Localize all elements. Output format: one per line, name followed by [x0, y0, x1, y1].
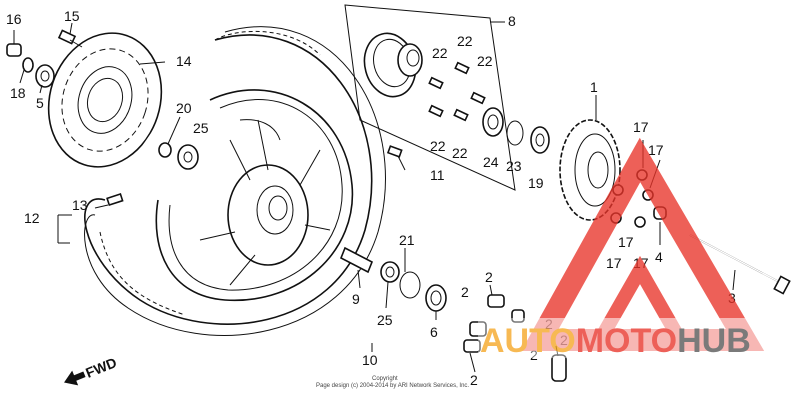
carrier-bearings	[482, 107, 550, 154]
sprocket-carrier-flange	[344, 4, 516, 191]
callout-numbers: 16 15 18 5 14 20 25 13 12 8 22 22 22 22 …	[6, 8, 736, 388]
callout-13: 13	[72, 197, 88, 213]
brake-disc	[47, 32, 163, 168]
watermark-moto: MOTO	[576, 322, 677, 360]
callout-14: 14	[176, 53, 192, 69]
copyright-line-1: Copyright	[372, 376, 398, 382]
callout-22-d: 22	[430, 138, 446, 154]
tire-valve	[106, 193, 124, 207]
clip	[386, 145, 403, 158]
callout-2-d: 2	[530, 347, 538, 363]
callout-20: 20	[176, 100, 192, 116]
callout-4: 4	[655, 249, 663, 265]
callout-9: 9	[352, 291, 360, 307]
callout-23: 23	[506, 158, 522, 174]
disc-bolt-and-spacers	[6, 29, 83, 88]
rear-axle	[689, 234, 791, 295]
svg-text:AUTOMOTOHUB: AUTOMOTOHUB	[480, 322, 751, 360]
callout-11: 11	[430, 167, 445, 183]
callout-22-e: 22	[452, 145, 468, 161]
automotohub-watermark: AUTOMOTOHUB	[478, 137, 798, 360]
callout-22-a: 22	[432, 45, 448, 61]
callout-22-b: 22	[457, 33, 473, 49]
callout-16: 16	[6, 11, 22, 27]
callout-24: 24	[483, 154, 499, 170]
fwd-label: FWD	[83, 354, 119, 381]
callout-1: 1	[590, 79, 598, 95]
damper-rubbers	[428, 61, 486, 122]
callout-17-b: 17	[648, 142, 664, 158]
wheel-rim	[155, 89, 354, 302]
callout-25-right: 25	[377, 312, 393, 328]
rear-sprocket	[559, 119, 621, 221]
callout-2-b: 2	[461, 284, 469, 300]
callout-15: 15	[64, 8, 80, 24]
callout-17-a: 17	[633, 119, 649, 135]
callout-19: 19	[528, 175, 544, 191]
callout-8: 8	[508, 13, 516, 29]
drive-damper-parts	[463, 294, 567, 382]
left-bearing-and-seal	[158, 142, 199, 170]
callout-2-a: 2	[485, 269, 493, 285]
callout-2-f: 2	[470, 372, 478, 388]
copyright-line-2: Page design (c) 2004-2014 by ARI Network…	[316, 383, 469, 389]
right-side-spacers	[339, 246, 447, 312]
callout-10: 10	[362, 352, 378, 368]
callout-25-left: 25	[193, 120, 209, 136]
callout-17-d: 17	[606, 255, 622, 271]
callout-5: 5	[36, 95, 44, 111]
callout-21: 21	[399, 232, 415, 248]
forward-arrow: FWD	[64, 354, 119, 386]
callout-12: 12	[24, 210, 40, 226]
watermark-auto: AUTO	[480, 322, 576, 360]
callout-22-c: 22	[477, 53, 493, 69]
watermark-hub: HUB	[677, 322, 751, 360]
callout-18: 18	[10, 85, 26, 101]
callout-6: 6	[430, 324, 438, 340]
callout-17-c: 17	[618, 234, 634, 250]
